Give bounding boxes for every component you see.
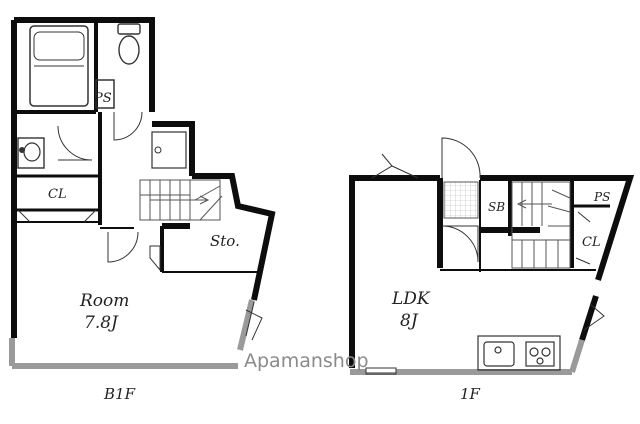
b1f-pipe-space-label: PS	[93, 91, 112, 106]
1f-closet-label: CL	[582, 235, 601, 250]
1f-plan: SB PS CL LDK 8J 1F	[349, 137, 635, 403]
kitchen-counter	[477, 335, 561, 371]
b1f-plan: PS CL Sto. Room 7.8J B1F	[9, 17, 276, 403]
entrance-floor	[443, 181, 479, 219]
1f-ldk-size: 8J	[400, 311, 419, 331]
1f-stairs	[511, 181, 571, 269]
1f-ldk-label: LDK	[391, 289, 431, 309]
watermark: Apamanshop	[244, 350, 369, 372]
b1f-room-label: Room	[79, 291, 129, 311]
b1f-stairs	[139, 179, 223, 221]
washbasin-icon	[17, 137, 45, 169]
1f-walls	[349, 175, 635, 368]
b1f-storage-label: Sto.	[210, 232, 240, 250]
1f-pipe-space-label: PS	[593, 190, 610, 204]
b1f-closet-label: CL	[48, 187, 67, 202]
b1f-walls	[11, 17, 276, 338]
b1f-light-walls	[9, 299, 255, 369]
1f-caption: 1F	[460, 385, 481, 403]
toilet-icon	[117, 23, 141, 65]
b1f-caption: B1F	[103, 385, 136, 403]
b1f-room-size: 7.8J	[84, 313, 119, 333]
1f-shoe-box-label: SB	[488, 200, 505, 214]
washer-space	[151, 131, 187, 169]
b1f-interior-walls	[14, 20, 262, 273]
